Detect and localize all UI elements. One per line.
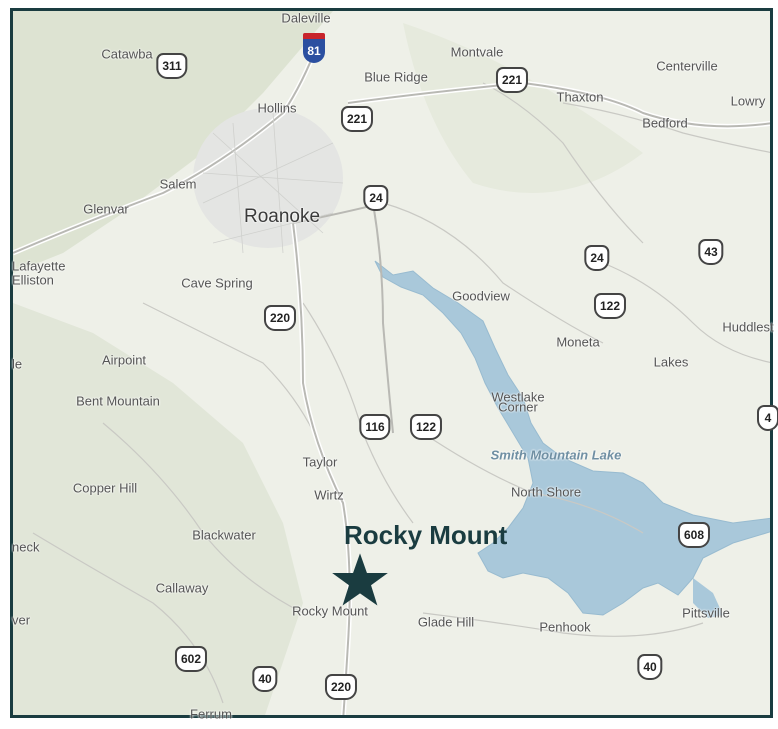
place-label-lakes: Lakes — [653, 354, 689, 370]
place-label-ferrum: Ferrum — [190, 706, 232, 722]
route-43-shield: 43 — [698, 239, 724, 265]
place-label-huddlest: Huddlest — [722, 319, 774, 335]
route-122-shield: 122 — [409, 414, 443, 440]
highlight-label-rocky-mount: Rocky Mount — [344, 520, 508, 550]
place-label-ver: ver — [12, 612, 31, 628]
map-basemap — [13, 11, 770, 715]
route-40-shield: 40 — [637, 654, 663, 680]
place-label-blue-ridge: Blue Ridge — [364, 69, 428, 85]
map-canvas[interactable] — [10, 8, 773, 718]
route-220-shield: 220 — [324, 674, 358, 700]
route-220-shield: 220 — [263, 305, 297, 331]
route-40-shield: 40 — [252, 666, 278, 692]
smith-mountain-lake — [374, 260, 770, 616]
lake-label-smith-mountain-lake: Smith Mountain Lake — [490, 447, 622, 463]
roanoke-street-grid — [202, 112, 344, 254]
place-label-roanoke: Roanoke — [243, 206, 321, 227]
place-label-copper-hill: Copper Hill — [72, 480, 138, 496]
place-label-neck: neck — [12, 539, 40, 555]
place-label-elliston: Elliston — [12, 272, 54, 288]
place-label-north-shore: North Shore — [510, 484, 582, 500]
lake-arm-pittsville — [693, 578, 723, 618]
mountain-terrain-southwest — [13, 303, 303, 715]
place-label-thaxton: Thaxton — [556, 89, 604, 105]
place-label-catawba: Catawba — [101, 46, 153, 62]
route-221-shield: 221 — [340, 106, 374, 132]
place-label-glade-hill: Glade Hill — [417, 614, 475, 630]
place-label-rocky-mount: Rocky Mount — [292, 603, 368, 619]
place-label-westlake: Westlake — [491, 389, 545, 405]
place-label-bent-mountain: Bent Mountain — [76, 393, 160, 409]
place-label-salem: Salem — [159, 176, 197, 192]
star-icon — [332, 553, 388, 606]
place-label-lowry: Lowry — [730, 93, 766, 109]
interstate-81-shield: 81 — [303, 33, 325, 63]
place-label-blackwater: Blackwater — [192, 527, 256, 543]
route-221-shield: 221 — [495, 67, 529, 93]
route-24-shield: 24 — [584, 245, 610, 271]
place-label-montvale: Montvale — [450, 44, 504, 60]
mountain-ridge-north — [13, 11, 333, 273]
place-label-penhook: Penhook — [539, 619, 591, 635]
place-label-taylor: Taylor — [302, 454, 338, 470]
place-label-daleville: Daleville — [281, 10, 331, 26]
place-label-hollins: Hollins — [257, 100, 297, 116]
route-311-shield: 311 — [156, 53, 188, 79]
route-122-shield: 122 — [593, 293, 627, 319]
place-label-bedford: Bedford — [642, 115, 688, 131]
route-shield-edge: 4 — [757, 405, 778, 431]
route-608-shield: 608 — [677, 522, 711, 548]
place-label-moneta: Moneta — [556, 334, 600, 350]
minor-roads — [32, 82, 770, 704]
place-label-le: le — [12, 356, 23, 372]
place-label-airpoint: Airpoint — [101, 352, 147, 368]
route-602-shield: 602 — [174, 646, 208, 672]
place-label-wirtz: Wirtz — [314, 487, 344, 503]
route-24-shield: 24 — [363, 185, 389, 211]
place-label-goodview: Goodview — [452, 288, 510, 304]
place-label-cave-spring: Cave Spring — [181, 275, 253, 291]
place-label-westlake-corner: Corner — [498, 399, 538, 415]
place-label-callaway: Callaway — [155, 580, 209, 596]
place-label-pittsville: Pittsville — [682, 605, 730, 621]
place-label-glenvar: Glenvar — [83, 201, 129, 217]
place-label-lafayette: Lafayette — [12, 258, 66, 274]
major-highways — [13, 42, 770, 715]
place-label-centerville: Centerville — [656, 58, 718, 74]
route-116-shield: 116 — [359, 414, 391, 440]
